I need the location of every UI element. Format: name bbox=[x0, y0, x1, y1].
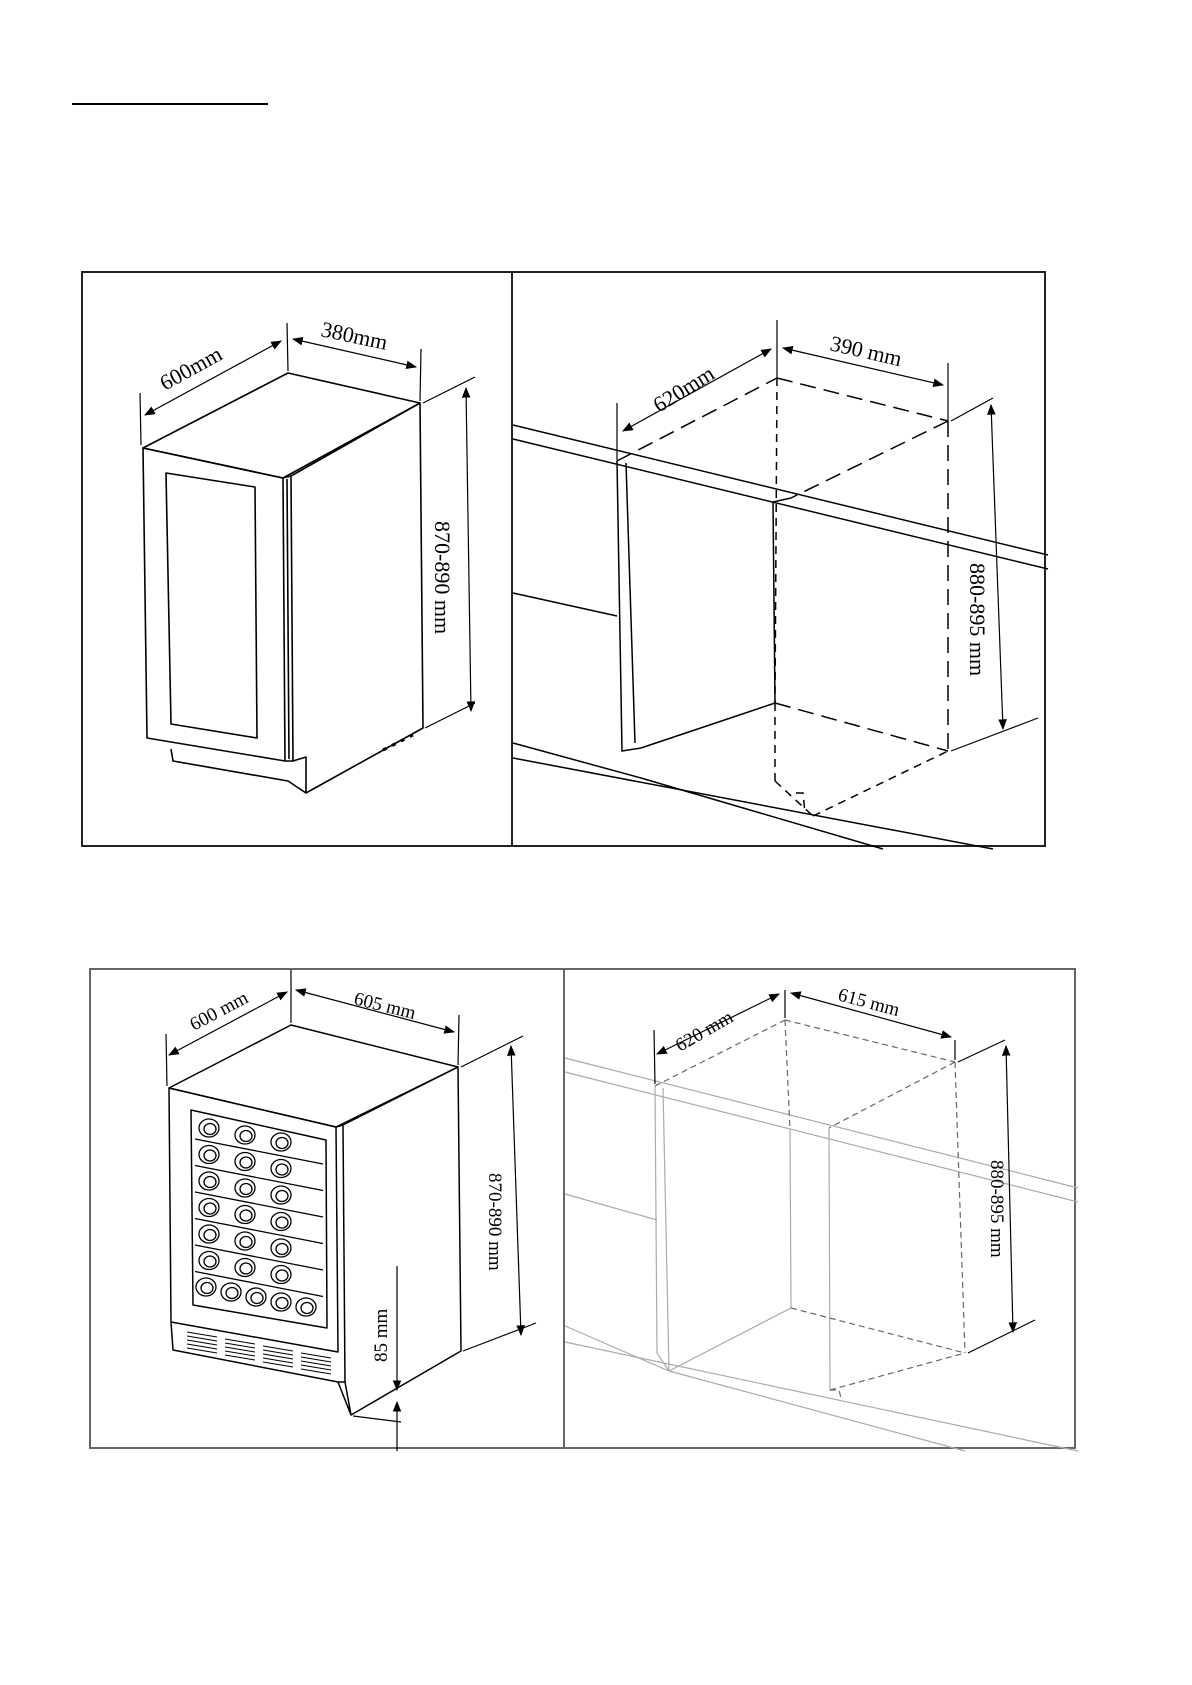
bottle-end-inner bbox=[276, 1138, 288, 1149]
cutout-dimensions-panel-1: 620mm 390 mm 880-895 mm bbox=[511, 271, 1046, 847]
bottle-end-inner bbox=[204, 1203, 216, 1214]
cutout-height-label-2: 880-895 mm bbox=[986, 1160, 1007, 1258]
bottle-end-inner bbox=[276, 1164, 288, 1175]
plinth-height-label: 85 mm bbox=[371, 1308, 392, 1362]
bottle-end-inner bbox=[301, 1303, 313, 1314]
appliance-height-label-2: 870-890 mm bbox=[484, 1173, 505, 1271]
cutout-width-label-2: 615 mm bbox=[836, 985, 902, 1022]
bottle-end-inner bbox=[204, 1124, 216, 1135]
bottle-end-inner bbox=[276, 1244, 288, 1255]
bottle-end-inner bbox=[204, 1230, 216, 1241]
bottle-end-inner bbox=[276, 1270, 288, 1281]
bottle-end-inner bbox=[276, 1217, 288, 1228]
bottle-end-inner bbox=[240, 1263, 252, 1274]
bottle-end-inner bbox=[226, 1288, 238, 1299]
bottle-end-inner bbox=[240, 1210, 252, 1221]
appliance-dimensions-panel-2: 600 mm 605 mm 870-890 mm 85 mm bbox=[89, 968, 565, 1449]
appliance-dimensions-panel-1: 600mm 380mm 870-890 mm bbox=[81, 271, 513, 847]
bottle-end-inner bbox=[201, 1283, 213, 1294]
cutout-dimensions-panel-2: 620 mm 615 mm 880-895 mm bbox=[563, 968, 1076, 1449]
bottle-end-inner bbox=[240, 1184, 252, 1195]
bottle-end-inner bbox=[240, 1157, 252, 1168]
cutout-height-label: 880-895 mm bbox=[965, 563, 990, 676]
bottle-end-inner bbox=[240, 1131, 252, 1142]
appliance-depth-label: 600mm bbox=[155, 341, 226, 395]
bottle-end-inner bbox=[276, 1191, 288, 1202]
cutout-width-label: 390 mm bbox=[828, 331, 904, 372]
bottle-end-inner bbox=[204, 1177, 216, 1188]
appliance-width-label: 380mm bbox=[319, 316, 390, 354]
bottle-end-inner bbox=[240, 1237, 252, 1248]
cutout-drawing-1: 620mm 390 mm 880-895 mm bbox=[513, 273, 1048, 849]
cutout-drawing-2: 620 mm 615 mm 880-895 mm bbox=[565, 970, 1078, 1451]
appliance-width-label-2: 605 mm bbox=[352, 988, 418, 1024]
section-heading-underline bbox=[72, 103, 268, 105]
bottle-end-inner bbox=[251, 1293, 263, 1304]
bottle-end-inner bbox=[204, 1150, 216, 1161]
appliance-height-label: 870-890 mm bbox=[430, 521, 455, 634]
cutout-depth-label: 620mm bbox=[648, 360, 718, 417]
appliance-drawing-2: 600 mm 605 mm 870-890 mm 85 mm bbox=[91, 970, 567, 1451]
appliance-drawing-1: 600mm 380mm 870-890 mm bbox=[83, 273, 515, 849]
bottle-end-inner bbox=[276, 1298, 288, 1309]
bottle-end-inner bbox=[204, 1256, 216, 1267]
